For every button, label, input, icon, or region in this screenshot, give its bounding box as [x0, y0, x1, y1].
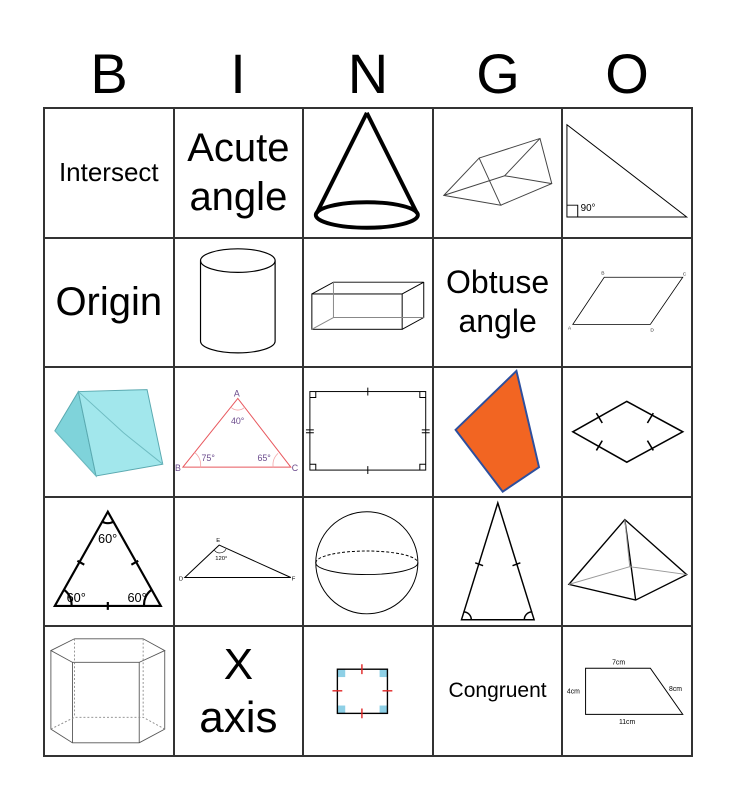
angle-top-label: 60°	[98, 531, 117, 546]
cell-text-line1: Obtuse	[446, 264, 550, 301]
cylinder-image	[199, 247, 276, 354]
top-side-label: 7cm	[612, 660, 625, 667]
vertex-c: C	[683, 271, 687, 277]
isosceles-triangle-image	[460, 500, 535, 621]
cell-triangle-abc[interactable]: A B C 40° 75° 65°	[173, 367, 304, 497]
cell-sphere[interactable]	[303, 496, 433, 627]
angle-a-label: 40°	[231, 416, 244, 426]
cell-intersect[interactable]: Intersect	[44, 108, 174, 238]
parallelogram-image: A B C D	[568, 270, 687, 333]
angle-right-label: 60°	[127, 590, 146, 605]
bottom-side-label: 11cm	[619, 720, 636, 727]
header-letter-n: N	[347, 42, 389, 105]
vertex-a: A	[568, 325, 572, 331]
cell-rectangle[interactable]	[303, 367, 433, 497]
teal-prism-image	[54, 389, 164, 478]
cell-triangular-prism[interactable]	[432, 108, 563, 238]
cell-text-line1: X	[223, 639, 254, 689]
cell-orange-quadrilateral[interactable]	[432, 367, 563, 497]
trapezoid-image: 7cm 4cm 8cm 11cm	[567, 660, 685, 727]
angle-e-label: 120°	[215, 556, 227, 562]
cell-hexagonal-prism[interactable]	[44, 626, 174, 756]
right-triangle-image: 90°	[566, 123, 689, 218]
cell-text: Congruent	[448, 679, 547, 703]
rhombus-image	[571, 400, 685, 464]
sphere-image	[315, 511, 419, 615]
cell-text-line2: angle	[458, 303, 537, 340]
cell-teal-prism[interactable]	[44, 367, 174, 497]
rectangular-prism-image	[311, 281, 425, 330]
cell-triangle-def[interactable]: E D F 120°	[173, 496, 304, 627]
orange-quadrilateral-image	[454, 369, 540, 494]
cell-congruent[interactable]: Congruent	[432, 626, 563, 756]
cell-text: Origin	[55, 279, 163, 324]
vertex-d: D	[651, 327, 655, 333]
triangular-prism-image	[442, 137, 553, 206]
triangle-abc-image: A B C 40° 75° 65°	[175, 389, 299, 474]
vertex-b: B	[175, 463, 181, 473]
vertex-d: D	[179, 576, 183, 582]
equilateral-triangle-image: 60° 60° 60°	[52, 509, 163, 610]
cell-parallelogram[interactable]: A B C D	[562, 237, 692, 368]
vertex-b: B	[602, 270, 605, 276]
angle-b-label: 75°	[201, 453, 214, 463]
triangle-def-image: E D F 120°	[179, 538, 296, 582]
pyramid-image	[568, 518, 689, 601]
vertex-f: F	[291, 576, 295, 582]
header-letter-g: G	[476, 42, 520, 105]
vertex-a: A	[233, 389, 239, 399]
cell-text-line1: Acute	[187, 126, 290, 170]
cell-cone[interactable]	[303, 108, 433, 238]
cone-image	[314, 112, 421, 230]
cell-square[interactable]	[303, 626, 433, 756]
cell-text-line2: axis	[199, 693, 278, 743]
hexagonal-prism-image	[49, 638, 166, 744]
header-letter-o: O	[605, 42, 649, 105]
cell-equilateral-triangle[interactable]: 60° 60° 60°	[44, 496, 174, 627]
cell-right-triangle[interactable]: 90°	[562, 108, 692, 238]
right-side-label: 8cm	[669, 686, 682, 693]
left-side-label: 4cm	[567, 689, 580, 696]
header-letter-i: I	[230, 42, 246, 105]
cell-origin[interactable]: Origin	[44, 237, 174, 368]
square-image	[332, 664, 393, 719]
cell-rhombus[interactable]	[562, 367, 692, 497]
angle-c-label: 65°	[257, 453, 270, 463]
cell-cylinder[interactable]	[173, 237, 304, 368]
cell-pyramid[interactable]	[562, 496, 692, 627]
cell-trapezoid[interactable]: 7cm 4cm 8cm 11cm	[562, 626, 692, 756]
cell-isosceles-triangle[interactable]	[432, 496, 563, 627]
right-angle-label: 90°	[581, 203, 596, 214]
vertex-e: E	[216, 538, 220, 544]
rectangle-image	[306, 387, 430, 475]
vertex-c: C	[291, 463, 298, 473]
angle-left-label: 60°	[67, 590, 86, 605]
cell-text-line2: angle	[189, 174, 288, 219]
cell-rectangular-prism[interactable]	[303, 237, 433, 368]
header-letter-b: B	[90, 42, 128, 105]
cell-text: Intersect	[58, 156, 159, 187]
